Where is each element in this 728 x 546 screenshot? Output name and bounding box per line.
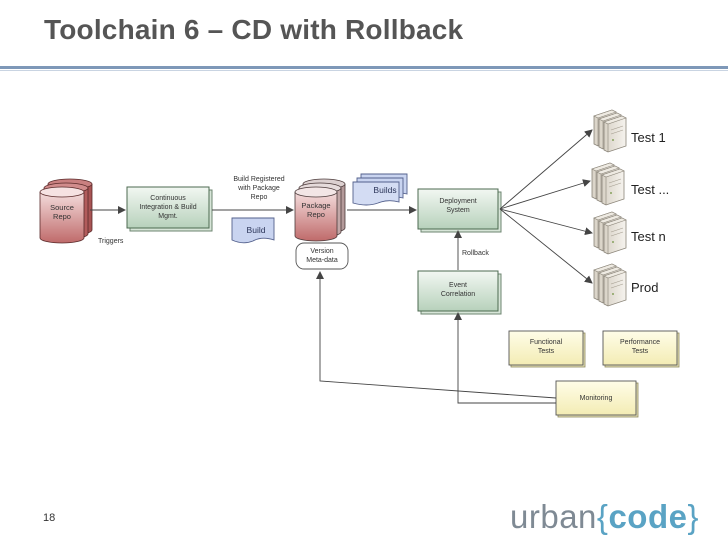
build-document: Build [231, 217, 275, 244]
performance-tests-label-2: Tests [632, 348, 649, 355]
env-testn-servers [593, 211, 627, 255]
version-meta-label-1: Version [310, 248, 333, 255]
triggers-label: Triggers [98, 238, 124, 245]
arrow-monitoring-to-version [316, 271, 557, 399]
package-repo-db: Package Repo [294, 178, 346, 242]
deployment-system-box: Deployment System [417, 188, 502, 233]
arrow-monitoring-to-event [454, 312, 556, 404]
deployment-label-1: Deployment [439, 198, 476, 205]
build-registered-label-1: Build Registered [233, 176, 284, 183]
logo-word: code [608, 498, 688, 535]
build-registered-label-2: with Package [237, 185, 280, 192]
builds-documents: Builds [352, 173, 408, 206]
logo-close-brace: } [687, 498, 699, 535]
functional-tests-box: Functional Tests [508, 330, 586, 368]
env-prod-label: Prod [631, 280, 658, 295]
monitoring-label: Monitoring [580, 395, 613, 402]
arrow-deploy-to-prod [499, 208, 593, 284]
performance-tests-label-1: Performance [620, 339, 660, 346]
functional-tests-label-2: Tests [538, 348, 555, 355]
source-repo-label-1: Source [50, 203, 74, 212]
build-doc-label: Build [247, 225, 266, 235]
functional-tests-label-1: Functional [530, 339, 563, 346]
slide-title: Toolchain 6 – CD with Rollback [44, 14, 464, 45]
arrow-deploy-to-testn [499, 208, 593, 236]
monitoring-box: Monitoring [555, 380, 639, 418]
arrow-deploy-to-testmore [499, 179, 591, 210]
logo-open-brace: { [596, 498, 609, 535]
event-correlation-label-1: Event [449, 282, 467, 289]
env-test-more-label: Test ... [631, 182, 669, 197]
title-divider-shadow [0, 70, 728, 71]
connectors [90, 129, 593, 404]
ci-label-1: Continuous [150, 195, 186, 202]
event-correlation-label-2: Correlation [441, 291, 475, 298]
builds-doc-label: Builds [373, 185, 396, 195]
page-number: 18 [43, 512, 56, 524]
deployment-label-2: System [446, 207, 470, 214]
ci-label-3: Mgmt. [158, 213, 178, 220]
logo-prefix: urban [510, 498, 597, 535]
package-repo-label-1: Package [301, 201, 330, 210]
env-test-more-servers [591, 162, 625, 206]
package-repo-label-2: Repo [307, 210, 325, 219]
title-divider [0, 66, 728, 69]
version-meta-label-2: Meta-data [306, 257, 338, 264]
source-repo-label-2: Repo [53, 212, 71, 221]
build-registered-label-3: Repo [251, 194, 268, 201]
rollback-label: Rollback [462, 250, 489, 257]
arrow-deploy-to-test1 [499, 129, 593, 210]
ci-label-2: Integration & Build [139, 204, 196, 211]
performance-tests-box: Performance Tests [602, 330, 680, 368]
env-test1-servers [593, 109, 627, 153]
event-correlation-box: Event Correlation [417, 270, 502, 315]
env-testn-label: Test n [631, 229, 666, 244]
env-prod-servers [593, 263, 627, 307]
ci-box: Continuous Integration & Build Mgmt. [126, 186, 213, 232]
urbancode-logo: urban{code} [510, 498, 699, 536]
env-test1-label: Test 1 [631, 130, 666, 145]
version-metadata-box: Version Meta-data [295, 242, 349, 270]
source-repo-db: Source Repo [39, 178, 93, 244]
